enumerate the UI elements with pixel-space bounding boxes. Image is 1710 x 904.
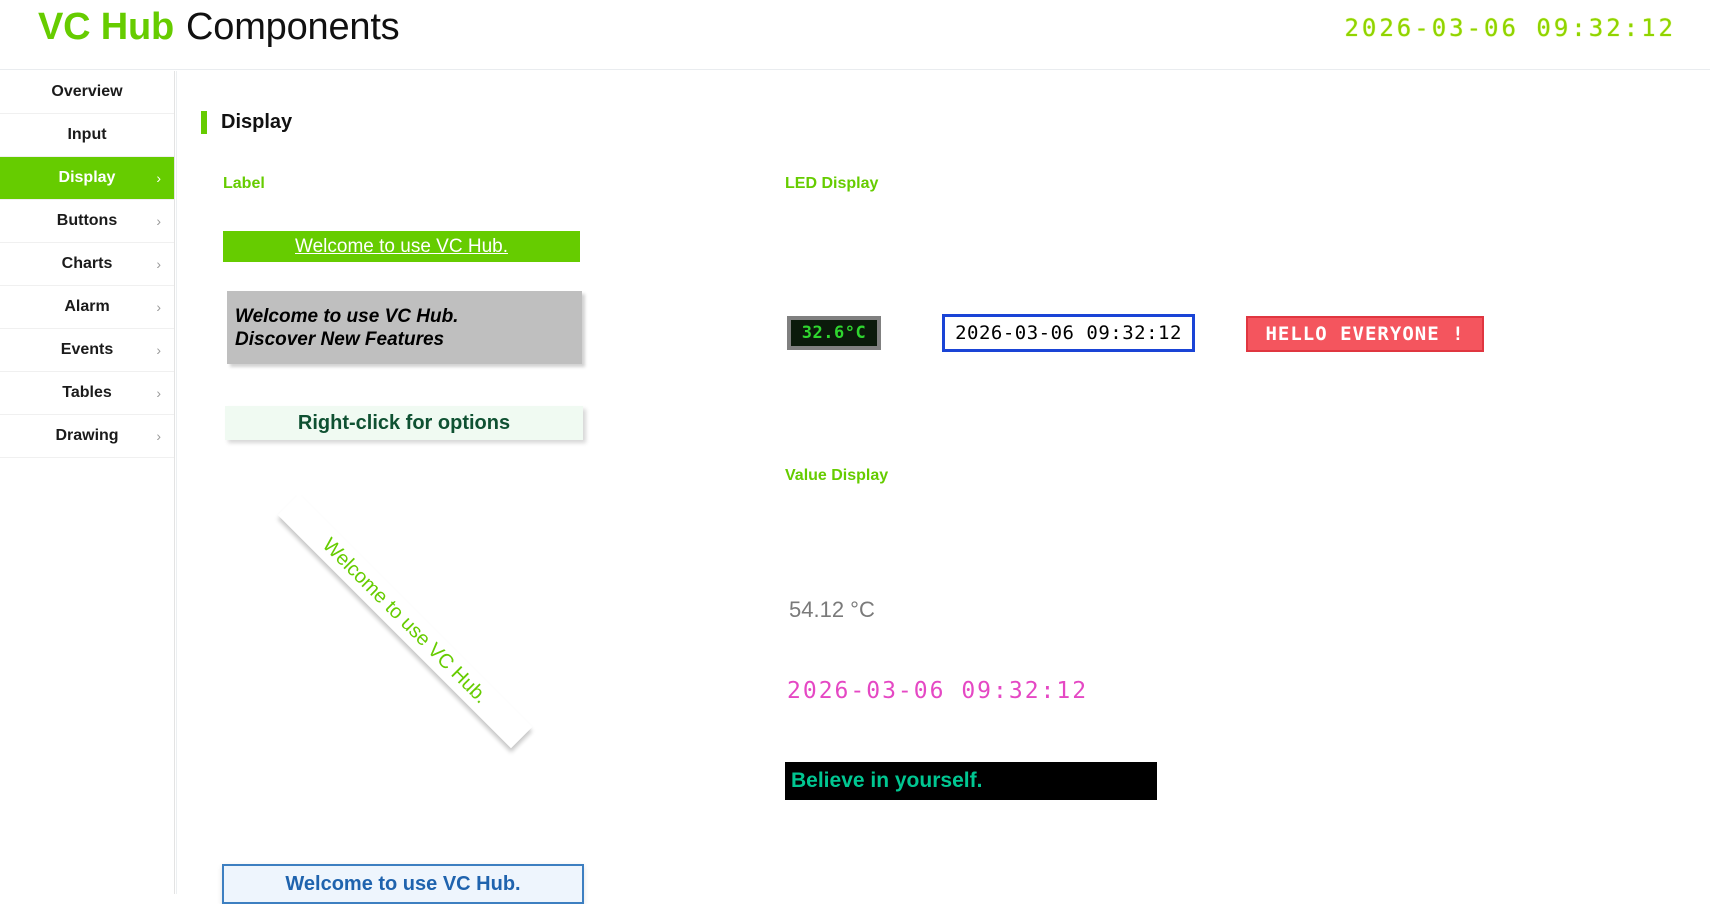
chevron-right-icon: › [156, 299, 161, 315]
sidebar-item-label: Drawing [55, 427, 119, 444]
led-message-display: HELLO EVERYONE ! [1246, 316, 1484, 352]
sidebar-item-label: Alarm [64, 298, 110, 315]
value-message-display: Believe in yourself. [785, 762, 1157, 800]
chevron-right-icon: › [156, 256, 161, 272]
label-rotated: Welcome to use VC Hub. [278, 494, 533, 749]
chevron-right-icon: › [156, 428, 161, 444]
sidebar-item-overview[interactable]: Overview [0, 71, 174, 114]
value-datetime-display: 2026-03-06 09:32:12 [787, 678, 1089, 704]
chevron-right-icon: › [156, 342, 161, 358]
app-header: VC Hub Components 2026-03-06 09:32:12 [0, 0, 1710, 70]
section-title-text: Display [221, 111, 293, 133]
app-brand: VC Hub Components [38, 6, 400, 49]
sidebar-item-label: Charts [61, 255, 113, 272]
sidebar-item-label: Overview [51, 83, 123, 100]
label-gray-multiline: Welcome to use VC Hub. Discover New Feat… [227, 291, 582, 364]
label-green-underlined: Welcome to use VC Hub. [223, 231, 580, 262]
label-gray-line1: Welcome to use VC Hub. [235, 306, 459, 327]
section-accent-bar [201, 111, 207, 134]
label-context-menu-hint[interactable]: Right-click for options [225, 406, 583, 440]
main-content: Display Label LED Display Value Display … [176, 71, 1710, 904]
led-temperature-value: 32.6°C [791, 320, 877, 346]
page-title: Display [201, 111, 292, 134]
sidebar-item-input[interactable]: Input [0, 114, 174, 157]
group-heading-led-display: LED Display [785, 175, 879, 192]
sidebar-item-tables[interactable]: Tables › [0, 372, 174, 415]
group-heading-label: Label [223, 175, 265, 192]
sidebar-item-charts[interactable]: Charts › [0, 243, 174, 286]
sidebar-item-drawing[interactable]: Drawing › [0, 415, 174, 458]
chevron-right-icon: › [156, 385, 161, 401]
sidebar-item-label: Events [60, 341, 114, 358]
brand-title-text: Components [186, 6, 400, 48]
led-temperature-display: 32.6°C [787, 316, 881, 350]
label-gray-line2: Discover New Features [235, 329, 445, 350]
sidebar-item-display[interactable]: Display › [0, 157, 174, 200]
header-clock: 2026-03-06 09:32:12 [1344, 14, 1676, 42]
chevron-right-icon: › [156, 213, 161, 229]
sidebar-item-label: Tables [62, 384, 112, 401]
led-datetime-display: 2026-03-06 09:32:12 [942, 314, 1195, 352]
label-blue-bordered: Welcome to use VC Hub. [222, 864, 584, 904]
sidebar-item-events[interactable]: Events › [0, 329, 174, 372]
sidebar-item-label: Buttons [56, 212, 118, 229]
label-rotated-wrapper: Welcome to use VC Hub. [225, 471, 585, 771]
sidebar-item-label: Input [67, 126, 107, 143]
group-heading-value-display: Value Display [785, 467, 889, 484]
brand-accent-text: VC Hub [38, 6, 175, 48]
sidebar-item-label: Display [58, 169, 116, 186]
value-temperature-display: 54.12 °C [789, 597, 875, 622]
sidebar: Overview Input Display › Buttons › Chart… [0, 71, 175, 894]
sidebar-item-alarm[interactable]: Alarm › [0, 286, 174, 329]
chevron-right-icon: › [156, 170, 161, 186]
sidebar-item-buttons[interactable]: Buttons › [0, 200, 174, 243]
